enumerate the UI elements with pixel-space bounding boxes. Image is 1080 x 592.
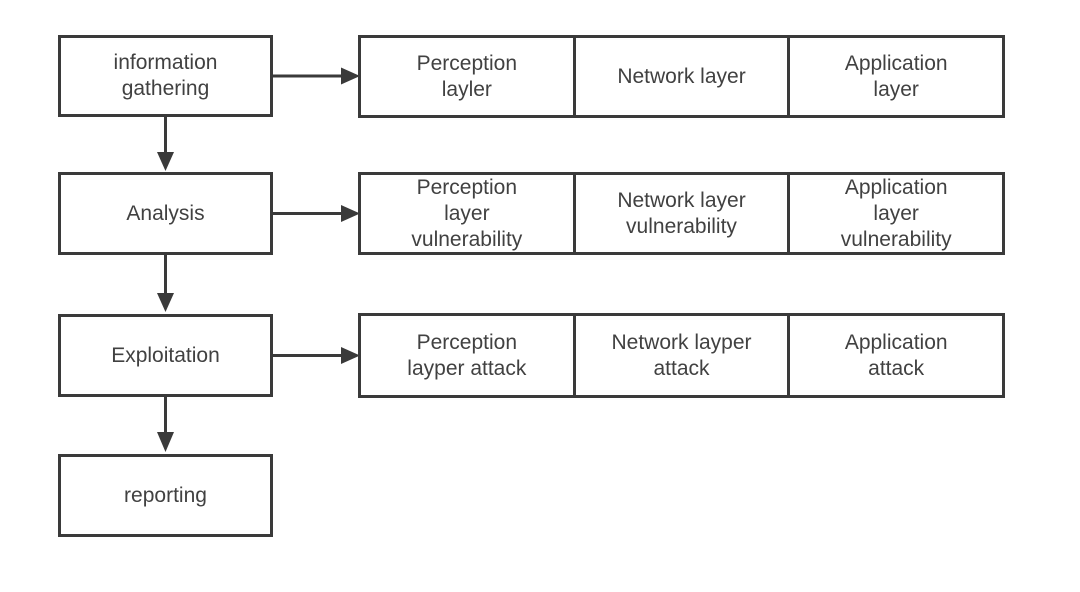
arrow-right-row2 bbox=[272, 205, 360, 222]
step-label: Exploitation bbox=[111, 343, 220, 367]
layer-row-3: Perception layper attack Network layper … bbox=[358, 313, 1005, 398]
layer-row-1: Perception layler Network layer Applicat… bbox=[358, 35, 1005, 118]
cell-label: Perception layper attack bbox=[407, 330, 527, 380]
arrow-right-row3 bbox=[272, 347, 360, 364]
cell-label: Application layer vulnerability bbox=[840, 175, 952, 251]
step-label: information gathering bbox=[113, 51, 218, 100]
cell-label: Network layer vulnerability bbox=[617, 188, 746, 238]
cell-label: Network layer bbox=[617, 64, 746, 88]
layer-row-2: Perception layer vulnerability Network l… bbox=[358, 172, 1005, 255]
cell-application-layer-vulnerability: Application layer vulnerability bbox=[787, 175, 1002, 252]
step-information-gathering: information gathering bbox=[58, 35, 273, 117]
cell-network-layer-attack: Network layper attack bbox=[572, 316, 788, 395]
cell-application-attack: Application attack bbox=[787, 316, 1002, 395]
cell-application-layer: Application layer bbox=[787, 38, 1002, 115]
step-analysis: Analysis bbox=[58, 172, 273, 255]
step-label: reporting bbox=[124, 483, 207, 507]
cell-network-layer-vulnerability: Network layer vulnerability bbox=[572, 175, 788, 252]
step-label: Analysis bbox=[126, 201, 205, 225]
cell-label: Application layer bbox=[844, 51, 948, 101]
arrow-down-step3-step4 bbox=[157, 395, 174, 452]
arrow-right-row1 bbox=[272, 67, 360, 85]
cell-label: Network layper attack bbox=[611, 330, 752, 380]
cell-label: Perception layler bbox=[416, 51, 518, 101]
cell-perception-layer-vulnerability: Perception layer vulnerability bbox=[361, 175, 573, 252]
arrow-down-step1-step2 bbox=[157, 115, 174, 171]
cell-network-layer: Network layer bbox=[572, 38, 788, 115]
step-exploitation: Exploitation bbox=[58, 314, 273, 397]
arrow-down-step2-step3 bbox=[157, 253, 174, 312]
cell-perception-layer-attack: Perception layper attack bbox=[361, 316, 573, 395]
cell-label: Application attack bbox=[844, 330, 948, 380]
cell-label: Perception layer vulnerability bbox=[411, 175, 523, 251]
cell-perception-layer: Perception layler bbox=[361, 38, 573, 115]
step-reporting: reporting bbox=[58, 454, 273, 537]
